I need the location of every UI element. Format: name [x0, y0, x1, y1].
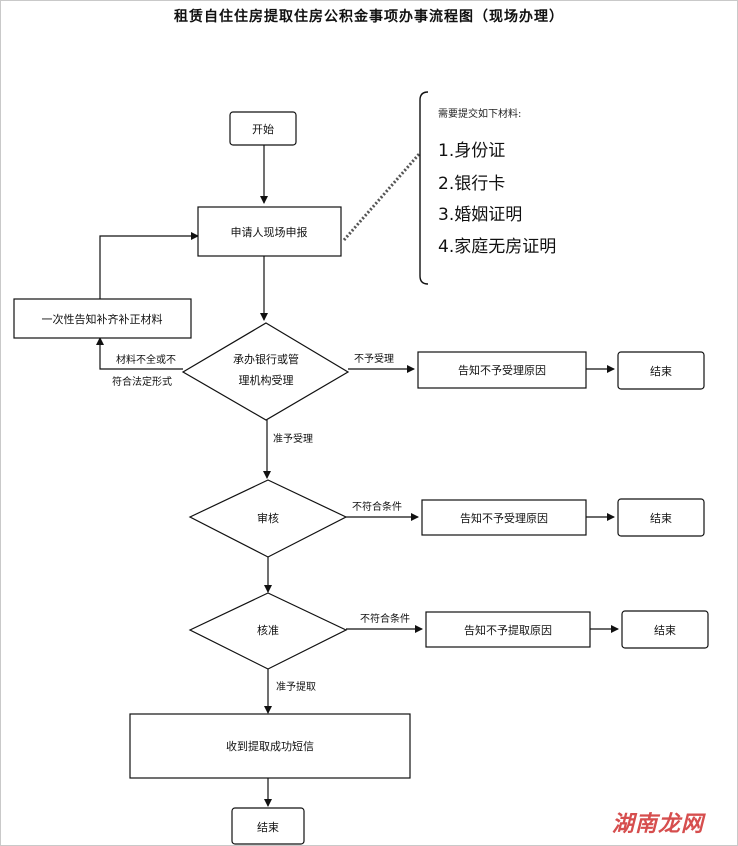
end3-label: 结束: [654, 624, 676, 637]
accept-decision: [181, 322, 350, 421]
end2-label: 结束: [650, 512, 672, 525]
end-final-label: 结束: [257, 821, 279, 834]
approve-decision: [188, 592, 348, 670]
success-label: 收到提取成功短信: [226, 739, 314, 753]
start-label: 开始: [252, 122, 274, 136]
success-node: [129, 713, 411, 779]
apply-node: [197, 206, 342, 257]
approve-fail-label: 不符合条件: [360, 612, 410, 625]
reject2-node: [421, 499, 587, 536]
reject1-label: 告知不予受理原因: [458, 363, 546, 377]
review-fail-label: 不符合条件: [352, 500, 402, 513]
materials-bracket: [419, 91, 429, 285]
approve-label: 核准: [257, 623, 279, 637]
supplement-node: [13, 298, 192, 339]
incomplete-label-line1: 材料不全或不: [116, 353, 176, 366]
watermark-logo: 湖南龙网: [612, 812, 705, 837]
not-accepted-label: 不予受理: [354, 353, 394, 365]
apply-label: 申请人现场申报: [231, 225, 308, 239]
start-node: [229, 111, 297, 146]
edge-accept-supplement: [96, 337, 183, 370]
end-final-node: [231, 807, 305, 845]
accept-label-line2: 理机构受理: [239, 373, 294, 387]
review-label: 审核: [257, 511, 279, 525]
review-decision: [188, 479, 348, 558]
materials-heading: 需要提交如下材料:: [438, 107, 521, 120]
diagram-title: 租赁自住住房提取住房公积金事项办事流程图（现场办理）: [174, 9, 564, 25]
material-item-4: 4.家庭无房证明: [438, 237, 556, 257]
accept-label-line1: 承办银行或管: [233, 352, 299, 366]
material-item-2: 2.银行卡: [438, 174, 505, 194]
reject2-label: 告知不予受理原因: [460, 511, 548, 525]
accepted-label: 准予受理: [273, 433, 313, 445]
incomplete-label-line2: 符合法定形式: [112, 375, 172, 388]
material-item-3: 3.婚姻证明: [438, 205, 522, 225]
end1-node: [617, 351, 705, 390]
connectors: [96, 145, 619, 807]
end1-label: 结束: [650, 365, 672, 378]
materials-link: [342, 152, 422, 241]
reject1-node: [417, 351, 587, 389]
end2-node: [617, 498, 705, 537]
end3-node: [621, 610, 709, 649]
reject3-label: 告知不予提取原因: [464, 623, 552, 637]
edge-supplement-apply: [99, 232, 199, 299]
supplement-label: 一次性告知补齐补正材料: [42, 312, 163, 326]
material-item-1: 1.身份证: [438, 141, 505, 161]
reject3-node: [425, 611, 591, 648]
approved-label: 准予提取: [276, 681, 316, 693]
